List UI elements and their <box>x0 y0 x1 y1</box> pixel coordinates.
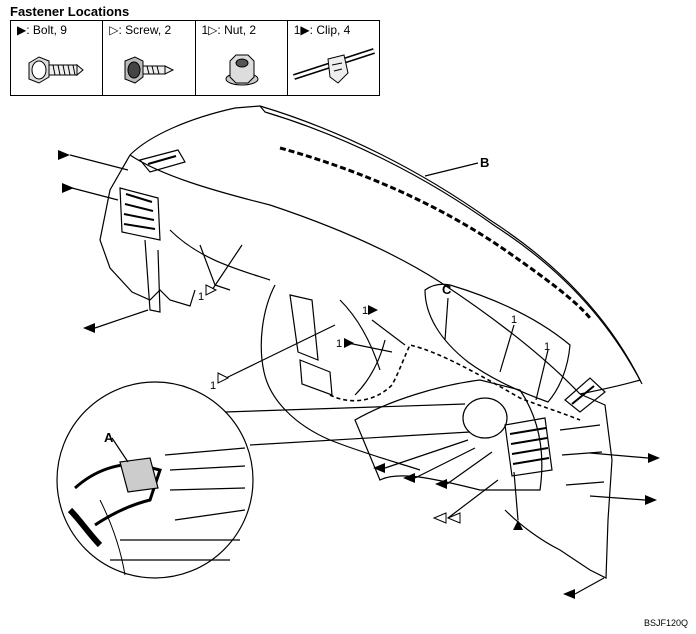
bolt-icon <box>28 56 84 84</box>
bolt-marker <box>435 479 447 489</box>
bolt-marker <box>563 589 575 599</box>
callout-b: B <box>480 155 489 170</box>
clip-label: : Clip, 4 <box>309 23 351 37</box>
nut-number: 1 <box>210 380 216 392</box>
bolt-marker <box>648 453 660 463</box>
nut-label: : Nut, 2 <box>217 23 257 37</box>
dashboard-front-edge <box>129 154 581 395</box>
left-end-panel <box>99 154 196 307</box>
nut-markers <box>205 284 230 384</box>
screw-marker <box>432 512 447 524</box>
bolt-markers <box>58 150 660 599</box>
legend-bolt: ▶: Bolt, 9 <box>11 21 104 95</box>
nut-number: 1 <box>198 291 204 303</box>
clip-number: 1 <box>362 305 368 317</box>
bolt-marker <box>645 495 657 505</box>
nut-symbol: 1▷ <box>201 23 218 37</box>
screw-label: : Screw, 2 <box>118 23 172 37</box>
legend-clip: 1▶: Clip, 4 <box>288 21 379 95</box>
center-lower-panel <box>260 284 421 471</box>
legend-title: Fastener Locations <box>10 4 130 19</box>
clip-number: 1 <box>544 341 550 353</box>
legend-screw: ▷: Screw, 2 <box>103 21 196 95</box>
screw-symbol: ▷ <box>109 23 119 37</box>
defroster-grille <box>279 146 592 319</box>
bolt-marker <box>373 463 385 473</box>
callout-c: C <box>442 282 452 297</box>
figure-code: BSJF120Q <box>643 618 688 628</box>
fastener-legend: ▶: Bolt, 9 ▷: Screw, 2 1▷: Nut, 2 <box>10 20 380 96</box>
glove-box <box>354 379 543 491</box>
bolt-marker <box>513 520 523 530</box>
nut-icon <box>225 54 258 86</box>
wiring-harness <box>329 344 581 421</box>
clip-marker <box>368 305 378 315</box>
clip-number: 1 <box>511 314 517 326</box>
nut-marker <box>205 284 218 296</box>
detail-circle <box>56 381 254 579</box>
bolt-marker <box>83 323 95 333</box>
nut-marker <box>217 372 230 384</box>
bolt-label: : Bolt, 9 <box>26 23 67 37</box>
clip-icon <box>292 48 375 84</box>
bolt-marker <box>62 183 74 193</box>
clip-number: 1 <box>336 338 342 350</box>
bolt-symbol: ▶ <box>17 23 27 37</box>
bolt-marker <box>403 473 415 483</box>
clip-marker <box>344 338 354 348</box>
screw-icon <box>124 56 175 84</box>
clip-markers <box>344 305 378 348</box>
windshield-outline <box>424 283 571 403</box>
legend-nut: 1▷: Nut, 2 <box>196 21 288 95</box>
bolt-marker <box>58 150 70 160</box>
callout-a: A <box>104 430 114 445</box>
screw-markers <box>432 512 461 524</box>
right-end-panel <box>504 393 613 579</box>
screw-marker <box>446 512 461 524</box>
clip-symbol: 1▶ <box>293 23 310 37</box>
